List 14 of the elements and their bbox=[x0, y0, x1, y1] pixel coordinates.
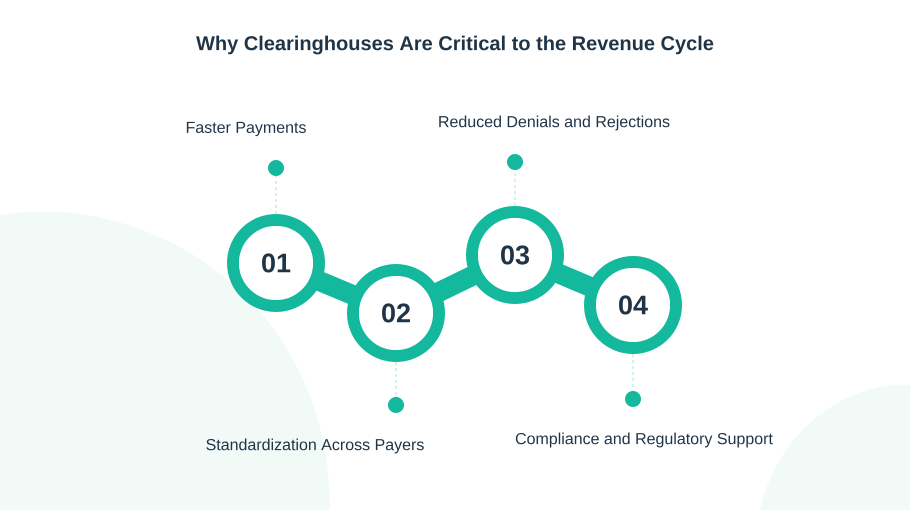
item-label: Reduced Denials and Rejections bbox=[439, 116, 670, 130]
ring-number: 02 bbox=[382, 303, 410, 323]
dot bbox=[625, 391, 641, 407]
ring-number: 03 bbox=[501, 245, 530, 265]
ring-number: 04 bbox=[619, 295, 648, 315]
dot bbox=[268, 160, 284, 176]
dot bbox=[507, 154, 523, 170]
item-label: Faster Payments bbox=[186, 122, 306, 136]
item-label: Standardization Across Payers bbox=[206, 438, 424, 454]
dot bbox=[388, 397, 404, 413]
leader-line bbox=[632, 354, 634, 392]
item-label: Compliance and Regulatory Support bbox=[516, 432, 773, 448]
title: Why Clearinghouses Are Critical to the Revenue Cycle bbox=[196, 36, 714, 54]
ring-number: 01 bbox=[262, 253, 290, 273]
